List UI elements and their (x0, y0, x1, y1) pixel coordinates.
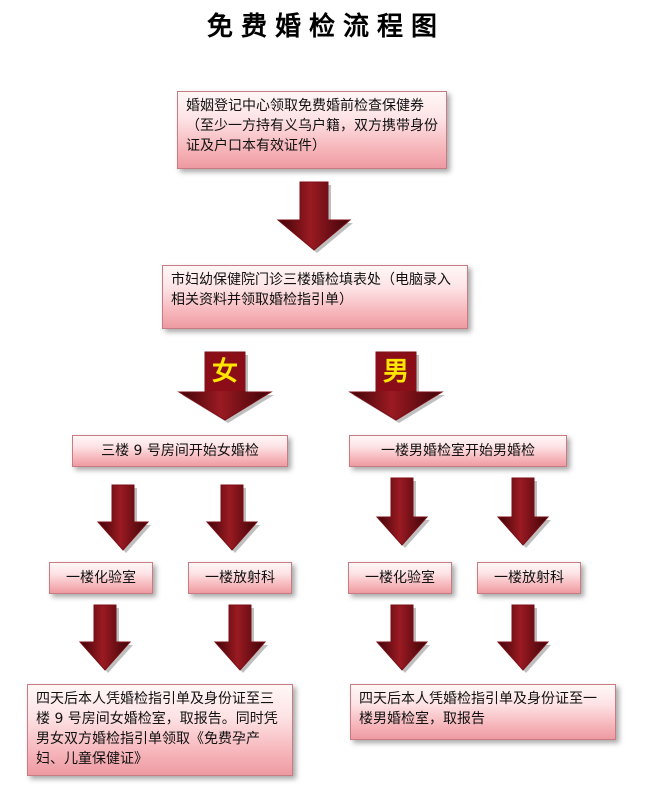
arrow-female-radiology-result (213, 604, 267, 671)
arrow-female-radiology (205, 484, 259, 551)
male-lab-box: 一楼化验室 (348, 562, 452, 594)
female-start-text: 三楼 9 号房间开始女婚检 (101, 443, 259, 459)
step-registration-box: 市妇幼保健院门诊三楼婚检填表处（电脑录入相关资料并领取婚检指引单） (162, 265, 468, 329)
male-radiology-text: 一楼放射科 (494, 570, 564, 586)
female-label: 女 (211, 357, 238, 387)
male-radiology-box: 一楼放射科 (477, 562, 581, 594)
female-badge: 女 (205, 353, 245, 391)
male-label: 男 (382, 357, 409, 387)
arrow-voucher-to-registration (276, 181, 352, 251)
arrow-female-lab-result (78, 604, 132, 671)
arrow-male-radiology-result (496, 604, 550, 671)
arrow-male-lab-result (375, 604, 429, 671)
step-registration-text: 市妇幼保健院门诊三楼婚检填表处（电脑录入相关资料并领取婚检指引单） (171, 272, 451, 308)
male-result-box: 四天后本人凭婚检指引单及身份证至一楼男婚检室，取报告 (350, 684, 616, 740)
male-result-text: 四天后本人凭婚检指引单及身份证至一楼男婚检室，取报告 (359, 691, 597, 727)
male-lab-text: 一楼化验室 (365, 570, 435, 586)
female-lab-text: 一楼化验室 (66, 570, 136, 586)
female-start-box: 三楼 9 号房间开始女婚检 (72, 435, 288, 467)
female-radiology-text: 一楼放射科 (205, 570, 275, 586)
female-lab-box: 一楼化验室 (49, 562, 153, 594)
female-result-text: 四天后本人凭婚检指引单及身份证至三楼 9 号房间女婚检室，取报告。同时凭男女双方… (36, 691, 278, 767)
male-start-text: 一楼男婚检室开始男婚检 (381, 443, 535, 459)
step-voucher-box: 婚姻登记中心领取免费婚前检查保健券（至少一方持有义乌户籍，双方携带身份证及户口本… (177, 91, 447, 169)
arrow-male-radiology (496, 477, 550, 546)
arrow-male-lab (375, 477, 429, 546)
female-result-box: 四天后本人凭婚检指引单及身份证至三楼 9 号房间女婚检室，取报告。同时凭男女双方… (27, 684, 293, 776)
male-badge: 男 (376, 353, 416, 391)
step-voucher-text: 婚姻登记中心领取免费婚前检查保健券（至少一方持有义乌户籍，双方携带身份证及户口本… (186, 98, 438, 154)
male-start-box: 一楼男婚检室开始男婚检 (349, 435, 567, 467)
page-title: 免费婚检流程图 (206, 12, 445, 42)
female-radiology-box: 一楼放射科 (188, 562, 292, 594)
arrow-female-lab (96, 484, 150, 551)
